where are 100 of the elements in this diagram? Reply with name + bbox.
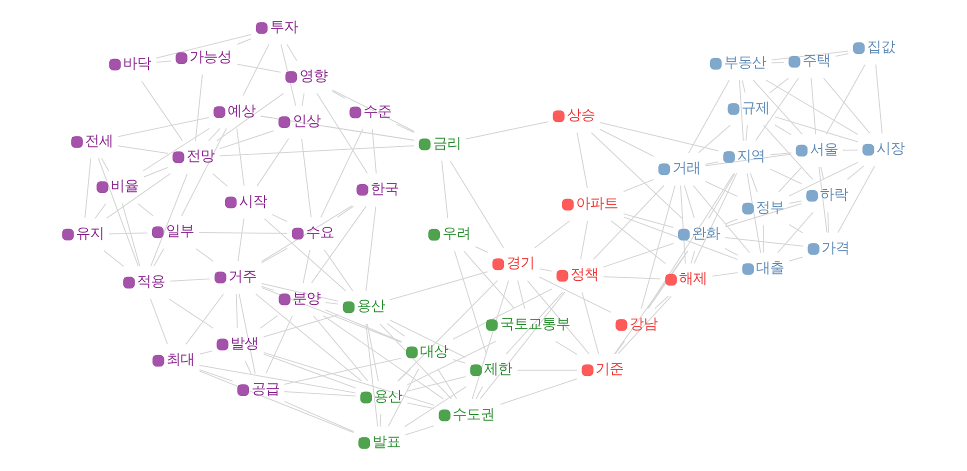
connector (610, 220, 666, 264)
connector (538, 276, 612, 313)
node-label: 강남 (630, 316, 658, 332)
connector (386, 323, 405, 337)
connector (336, 206, 354, 218)
connector (284, 358, 402, 385)
connector (150, 173, 188, 267)
connector (185, 293, 224, 345)
connector (238, 218, 244, 262)
connector (788, 162, 858, 196)
connector (263, 354, 356, 388)
connector (311, 206, 367, 284)
connector (156, 60, 172, 63)
node-label: 인상 (292, 114, 320, 130)
connector (602, 242, 674, 268)
connector (762, 224, 764, 254)
node-label: 규제 (742, 100, 770, 116)
connector (680, 185, 686, 264)
connector (454, 250, 487, 354)
connector (516, 370, 578, 371)
connector (704, 180, 738, 197)
node-label: 시작 (238, 194, 267, 210)
connector (692, 185, 750, 254)
node-label: 가능성 (190, 50, 232, 66)
connector (261, 248, 288, 264)
connector (272, 214, 288, 222)
connector (256, 138, 290, 187)
connector (738, 80, 744, 142)
connector (286, 44, 298, 62)
connector (875, 64, 883, 134)
node-label: 일부 (166, 224, 194, 240)
connector (325, 126, 415, 141)
connector (704, 154, 792, 166)
connector (623, 216, 738, 260)
connector (777, 212, 814, 254)
connector (260, 116, 274, 119)
connector (103, 250, 124, 267)
connector (646, 173, 734, 310)
connector (690, 250, 696, 264)
connector (752, 80, 803, 135)
connector (365, 323, 378, 428)
node-label: 지역 (737, 148, 766, 164)
node-label: 대출 (756, 260, 784, 276)
connector (705, 161, 719, 165)
connector (788, 224, 804, 234)
node-label: 기준 (596, 362, 624, 378)
node-label: 시장 (876, 141, 904, 158)
node-label: 대상 (420, 344, 448, 360)
connector (397, 280, 498, 382)
connector (826, 64, 866, 135)
connector (322, 315, 444, 400)
connector (199, 364, 356, 394)
connector (366, 323, 379, 382)
node-label: 투자 (270, 19, 298, 36)
connector (380, 414, 382, 428)
connector (654, 296, 669, 310)
connector (480, 292, 566, 400)
connector (261, 205, 352, 262)
node-label: 발표 (372, 434, 400, 450)
node-label: 전세 (85, 133, 114, 150)
connector (846, 166, 864, 180)
connector (170, 278, 210, 282)
connector (332, 90, 346, 99)
connector (396, 124, 415, 133)
connector (750, 172, 758, 193)
connector (284, 391, 356, 396)
connector (137, 203, 154, 216)
connector (101, 158, 110, 172)
node-label: 제한 (484, 362, 512, 378)
connector (599, 128, 654, 157)
connector (774, 116, 858, 142)
connector (506, 292, 564, 354)
connector (580, 220, 588, 260)
connector (195, 248, 214, 262)
connector (143, 166, 168, 178)
node-label: 발생 (230, 336, 259, 352)
connector (810, 78, 816, 135)
connector (84, 158, 92, 219)
node-label: 수준 (364, 104, 392, 120)
connector (302, 92, 305, 106)
connector (452, 288, 552, 340)
node-label: 비율 (110, 178, 139, 195)
connector (698, 124, 731, 154)
connector (118, 145, 168, 154)
connector (108, 232, 148, 234)
connector (778, 166, 802, 193)
connector (465, 121, 549, 140)
node-label: 거주 (228, 268, 257, 285)
connector (142, 128, 210, 172)
connector (582, 292, 600, 354)
connector (555, 340, 578, 355)
connector (712, 272, 738, 277)
connector (618, 296, 672, 354)
connector (818, 166, 828, 233)
connector (212, 173, 228, 187)
connector (261, 282, 339, 302)
node-label: 영향 (299, 68, 328, 84)
connector (820, 166, 824, 180)
connector (823, 78, 870, 134)
connector (372, 128, 377, 174)
